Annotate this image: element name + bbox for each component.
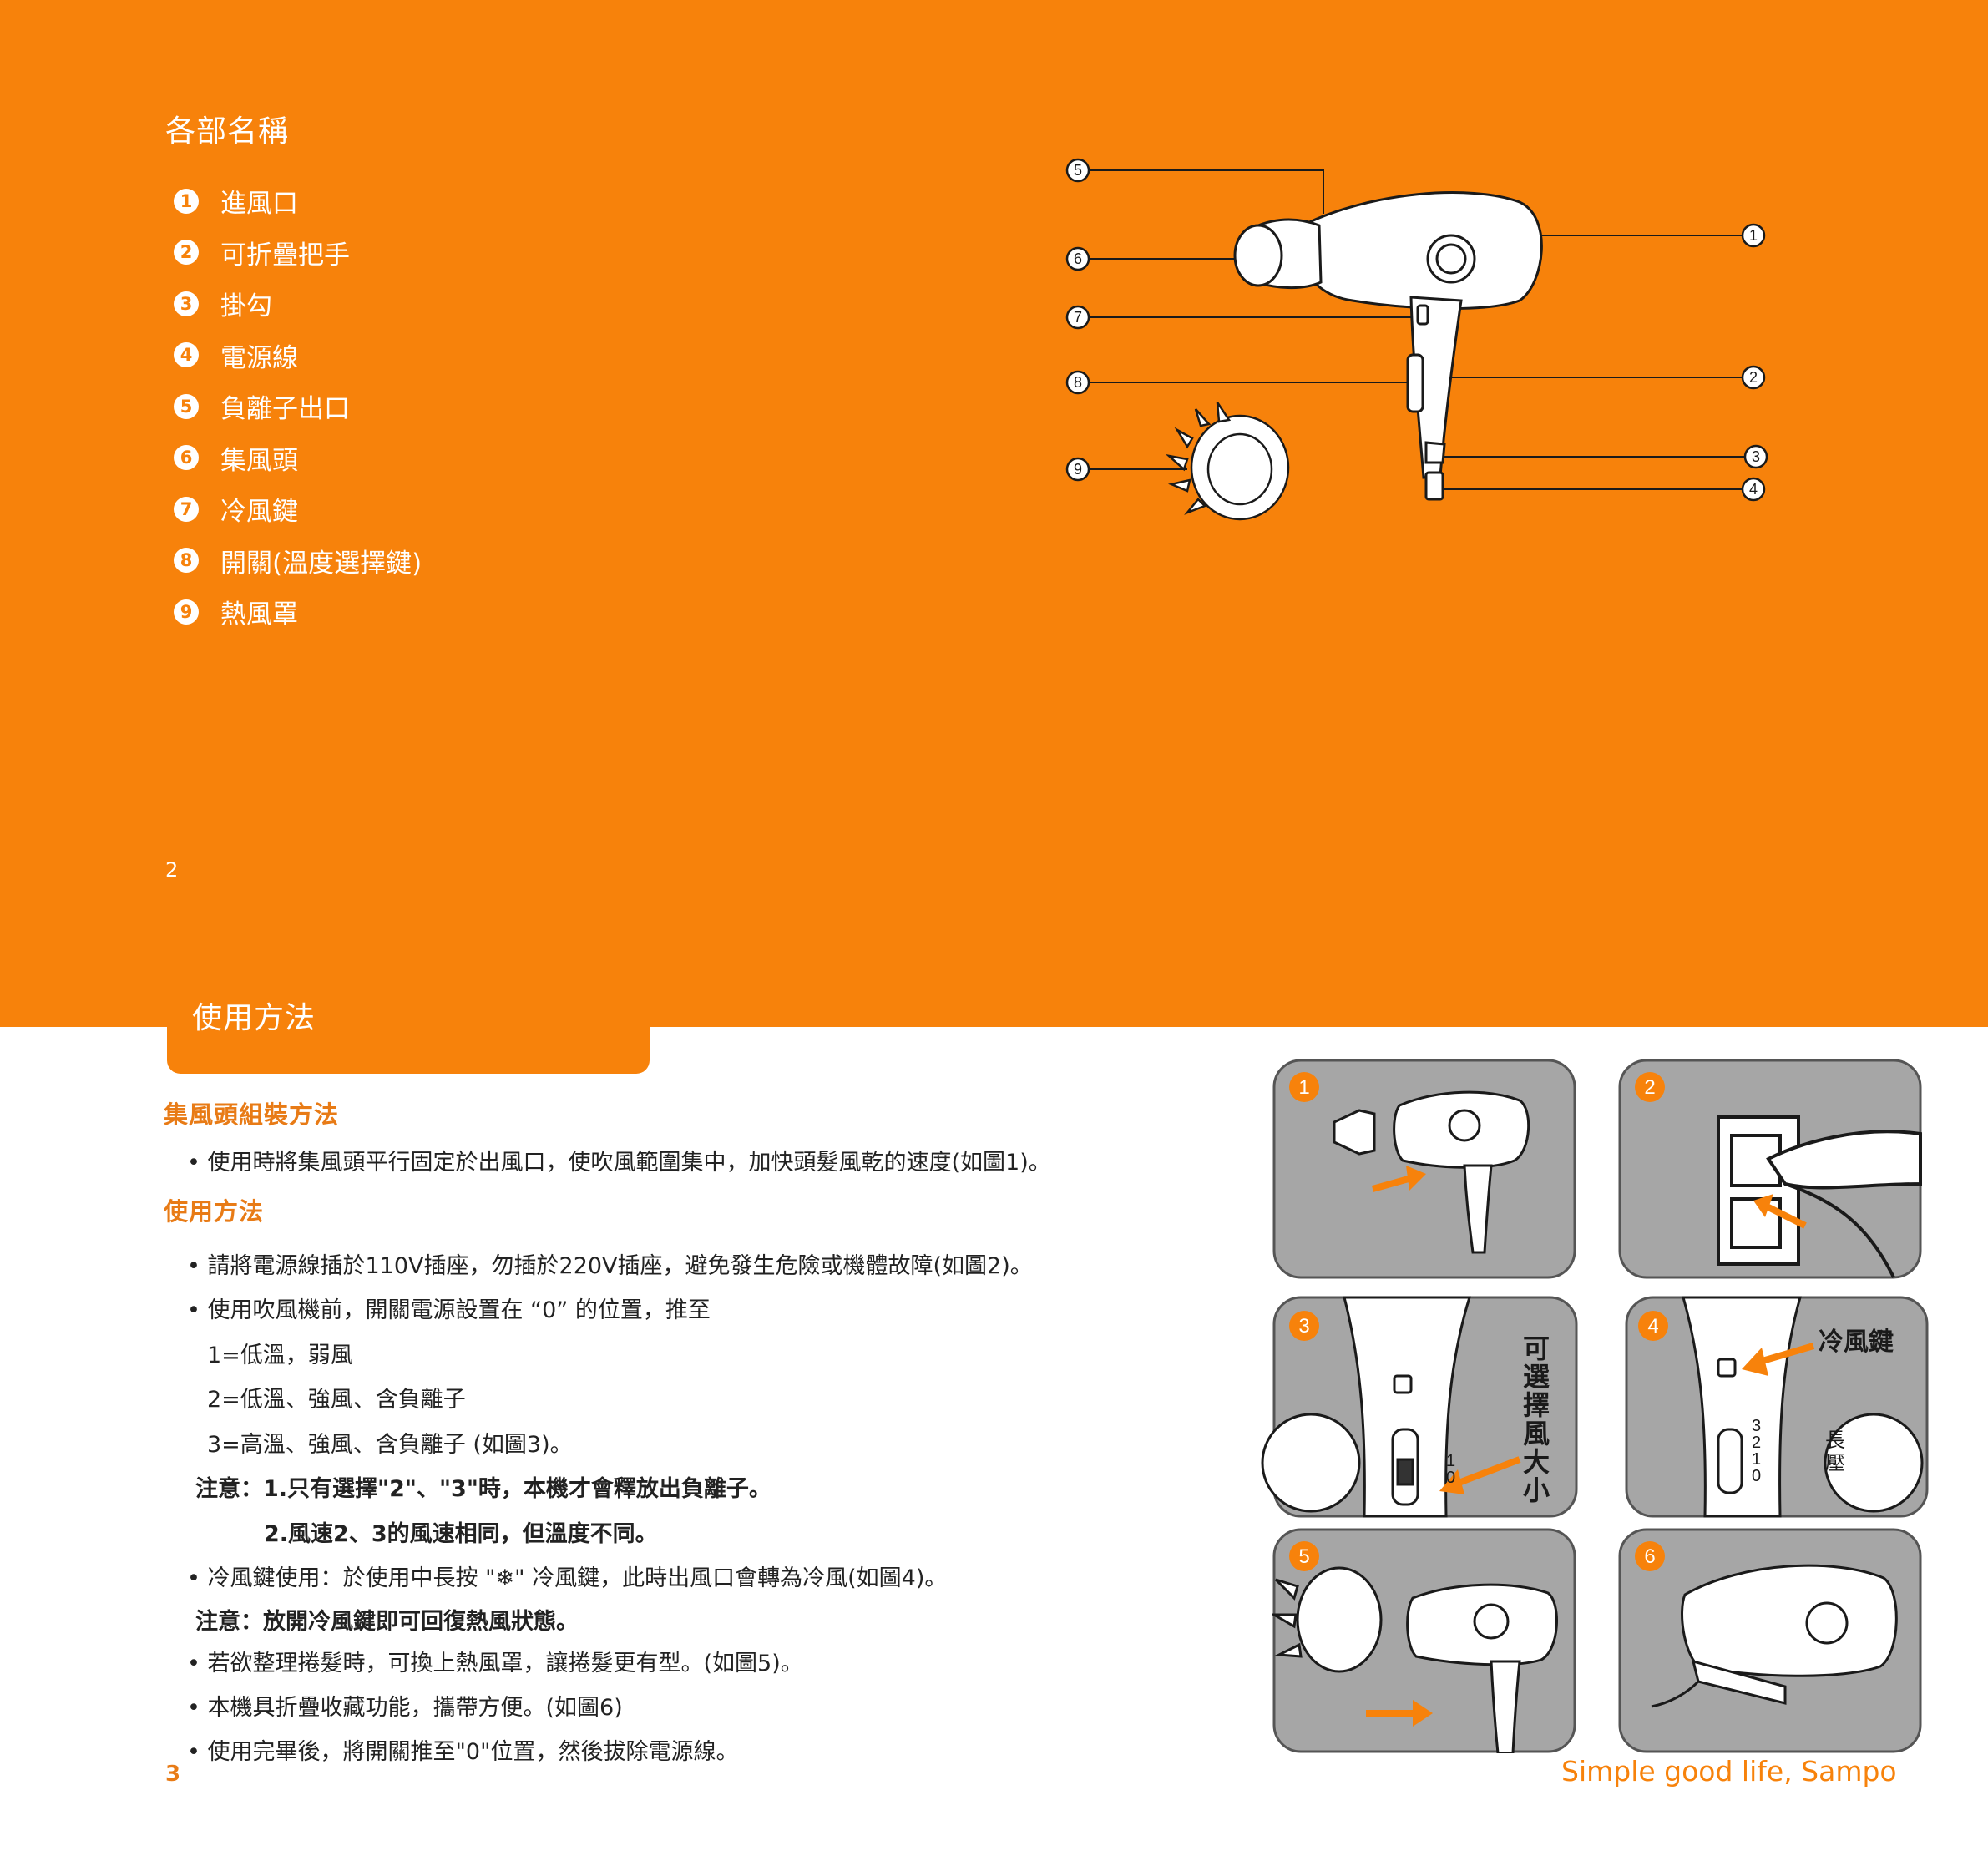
list-item: 2 可折疊把手 bbox=[174, 227, 422, 279]
item-label: 可折疊把手 bbox=[220, 240, 350, 271]
instruction-line: • 請將電源線插於110V插座，勿插於220V插座，避免發生危險或機體故障(如圖… bbox=[187, 1253, 1033, 1279]
callout-4: 4 bbox=[1749, 481, 1758, 498]
list-item: 6 集風頭 bbox=[174, 432, 422, 484]
panel-number: 2 bbox=[1644, 1076, 1655, 1099]
switch-digit: 1 bbox=[1752, 1450, 1761, 1469]
item-label: 冷風鍵 bbox=[220, 497, 298, 528]
instruction-line: 3=高溫、強風、含負離子 (如圖3)。 bbox=[207, 1432, 573, 1458]
parts-title: 各部名稱 bbox=[165, 114, 290, 149]
item-number: 5 bbox=[174, 393, 199, 419]
list-item: 7 冷風鍵 bbox=[174, 483, 422, 535]
section-heading: 使用方法 bbox=[164, 1197, 265, 1226]
item-number: 8 bbox=[174, 548, 199, 574]
item-number: 9 bbox=[174, 599, 199, 625]
hair-dryer-diagram: 5 6 7 8 9 1 2 3 4 bbox=[1065, 158, 1768, 521]
switch-digit: 1 bbox=[1446, 1452, 1455, 1470]
panel-number: 5 bbox=[1298, 1545, 1309, 1568]
callout-6: 6 bbox=[1074, 250, 1082, 267]
brand-slogan: Simple good life, Sampo bbox=[1561, 1755, 1897, 1788]
callout-9: 9 bbox=[1074, 461, 1082, 478]
list-item: 9 熱風罩 bbox=[174, 586, 422, 638]
figure-panel-5: 5 bbox=[1272, 1528, 1576, 1753]
usage-title: 使用方法 bbox=[192, 1001, 316, 1035]
panel-4-press-label: 長壓 bbox=[1825, 1429, 1845, 1474]
page-number: 3 bbox=[165, 1762, 181, 1787]
panel-4-label: 冷風鍵 bbox=[1819, 1328, 1894, 1357]
callout-1: 1 bbox=[1749, 227, 1758, 244]
figure-panel-3: 1 0 3 bbox=[1261, 1296, 1578, 1518]
page-number: 2 bbox=[165, 858, 179, 882]
panel-number: 6 bbox=[1644, 1545, 1655, 1568]
list-item: 4 電源線 bbox=[174, 330, 422, 382]
note-line: 2.風速2、3的風速相同，但溫度不同。 bbox=[264, 1521, 658, 1547]
list-item: 5 負離子出口 bbox=[174, 381, 422, 432]
callout-3: 3 bbox=[1752, 448, 1760, 465]
item-number: 2 bbox=[174, 240, 199, 266]
switch-digit: 2 bbox=[1752, 1434, 1761, 1452]
item-label: 熱風罩 bbox=[220, 599, 298, 630]
callout-8: 8 bbox=[1074, 374, 1082, 391]
instruction-line: • 本機具折疊收藏功能，攜帶方便。(如圖6) bbox=[187, 1695, 623, 1721]
item-number: 3 bbox=[174, 291, 199, 316]
instruction-line: • 若欲整理捲髮時，可換上熱風罩，讓捲髮更有型。(如圖5)。 bbox=[187, 1651, 803, 1676]
item-label: 進風口 bbox=[220, 189, 298, 220]
note-line: 注意：放開冷風鍵即可回復熱風狀態。 bbox=[195, 1609, 579, 1635]
section-tab bbox=[167, 985, 650, 1074]
instruction-line: • 使用完畢後，將開關推至"0"位置，然後拔除電源線。 bbox=[187, 1739, 739, 1765]
item-label: 集風頭 bbox=[220, 445, 298, 476]
item-label: 負離子出口 bbox=[220, 394, 350, 425]
figure-panel-2: 2 bbox=[1618, 1059, 1922, 1279]
instruction-line: • 冷風鍵使用：於使用中長按 "❄" 冷風鍵，此時出風口會轉為冷風(如圖4)。 bbox=[187, 1565, 948, 1591]
list-item: 8 開關(溫度選擇鍵) bbox=[174, 535, 422, 587]
section-heading: 集風頭組裝方法 bbox=[164, 1100, 340, 1129]
panel-number: 1 bbox=[1298, 1076, 1309, 1099]
instruction-line: 2=低溫、強風、含負離子 bbox=[207, 1387, 466, 1413]
figure-panel-6: 6 bbox=[1618, 1528, 1922, 1753]
note-line: 注意：1.只有選擇"2"、"3"時，本機才會釋放出負離子。 bbox=[195, 1476, 771, 1502]
figure-panel-1: 1 bbox=[1272, 1059, 1576, 1279]
item-number: 7 bbox=[174, 496, 199, 522]
instruction-line: • 使用吹風機前，開關電源設置在 “0” 的位置，推至 bbox=[187, 1297, 711, 1323]
callout-2: 2 bbox=[1749, 369, 1758, 386]
item-label: 掛勾 bbox=[220, 291, 272, 322]
item-label: 開關(溫度選擇鍵) bbox=[220, 548, 422, 579]
callout-5: 5 bbox=[1074, 162, 1082, 179]
switch-digit: 3 bbox=[1752, 1417, 1761, 1435]
panel-3-label: 可選擇風大小 bbox=[1523, 1333, 1550, 1506]
item-number: 6 bbox=[174, 445, 199, 471]
instruction-line: • 使用時將集風頭平行固定於出風口，使吹風範圍集中，加快頭髮風乾的速度(如圖1)… bbox=[187, 1150, 1051, 1176]
panel-number: 3 bbox=[1298, 1315, 1309, 1338]
item-label: 電源線 bbox=[220, 342, 298, 373]
list-item: 3 掛勾 bbox=[174, 278, 422, 330]
instruction-line: 1=低溫，弱風 bbox=[207, 1343, 353, 1368]
switch-digit: 0 bbox=[1446, 1469, 1455, 1487]
switch-digit: 0 bbox=[1752, 1467, 1761, 1485]
list-item: 1 進風口 bbox=[174, 175, 422, 227]
item-number: 4 bbox=[174, 342, 199, 368]
callout-7: 7 bbox=[1074, 309, 1082, 326]
parts-page bbox=[0, 0, 1988, 1027]
panel-number: 4 bbox=[1647, 1315, 1658, 1338]
item-number: 1 bbox=[174, 188, 199, 214]
figure-panel-4: 3 2 1 0 4 bbox=[1625, 1296, 1929, 1518]
